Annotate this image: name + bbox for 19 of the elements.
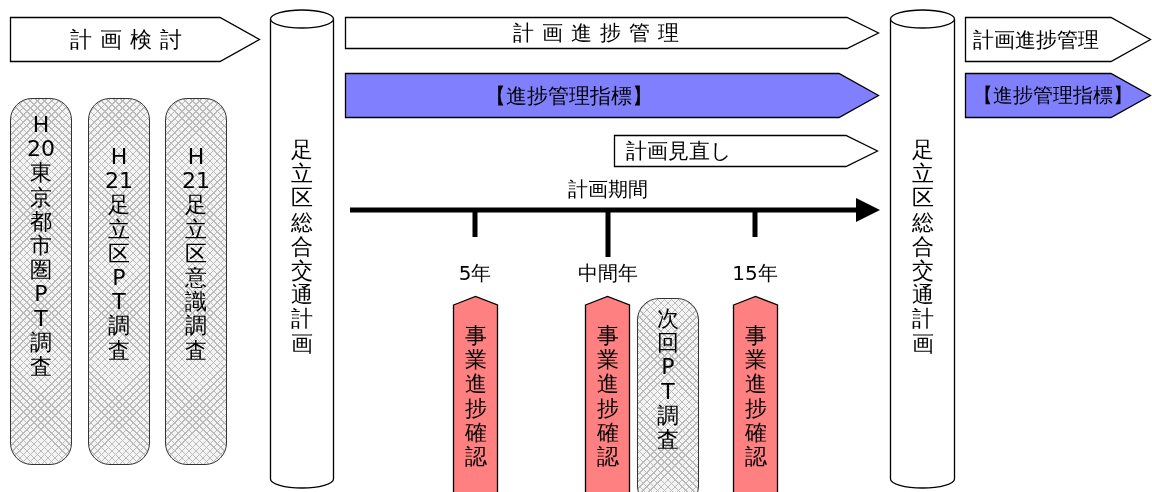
arrow-banner: 【進捗管理指標】: [345, 73, 879, 118]
tick-label: 中間年: [578, 260, 638, 287]
arrow-banner: 計画進捗管理: [965, 17, 1151, 62]
arrow-banner: 【進捗管理指標】: [965, 73, 1151, 118]
tick-label: 15年: [732, 260, 778, 287]
survey-pill: H21足立区PT調査: [88, 98, 150, 465]
survey-pill: 次回PT調査: [637, 298, 699, 492]
timeline-label: 計画期間: [568, 176, 648, 203]
arrow-banner: 計画進捗管理: [345, 17, 879, 49]
check-arrow: 事業進捗確認: [585, 296, 630, 492]
survey-pill: H20東京都市圏PT調査: [10, 98, 72, 465]
check-arrow: 事業進捗確認: [733, 296, 778, 492]
plan-cylinder: 足立区総合交通計画: [890, 10, 955, 488]
arrow-banner: 計画検討: [10, 17, 260, 62]
check-arrow: 事業進捗確認: [453, 296, 498, 492]
tick-label: 5年: [458, 260, 492, 287]
plan-cylinder: 足立区総合交通計画: [270, 10, 334, 488]
arrow-banner: 計画見直し: [614, 135, 878, 167]
survey-pill: H21足立区意識調査: [165, 98, 227, 465]
